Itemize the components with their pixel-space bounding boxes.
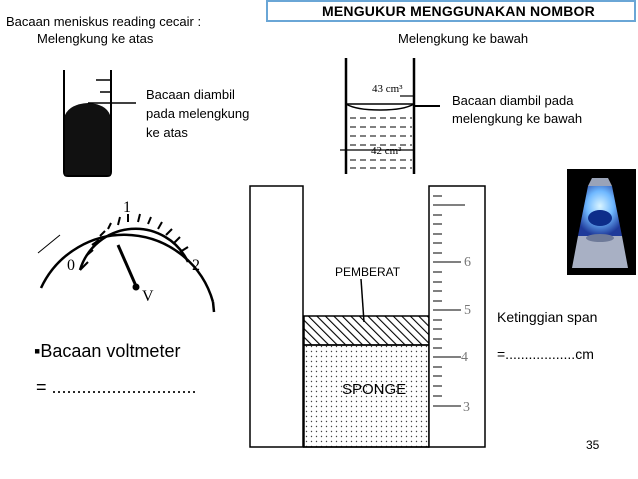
meniscus-intro: Bacaan meniskus reading cecair :: [6, 14, 202, 29]
span-answer-value: =..................cm: [497, 346, 594, 362]
ruler-tick-6: 6: [464, 255, 471, 270]
title-banner: [266, 0, 636, 22]
convex-meniscus-beaker: [63, 70, 136, 177]
concave-scale-top: 43 cm³: [372, 83, 403, 95]
sponge-label: SPONGE: [342, 381, 407, 398]
sponge-apparatus: [249, 185, 430, 448]
voltmeter-scale-max: 2: [192, 257, 200, 274]
lava-lamp-icon: [567, 169, 636, 275]
concave-note-line-1: Bacaan diambil pada: [452, 93, 574, 108]
ruler-tick-4: 4: [461, 350, 468, 365]
concave-note-line-2: melengkung ke bawah: [452, 111, 583, 126]
ruler-tick-5: 5: [464, 303, 471, 318]
weight-label: PEMBERAT: [335, 265, 401, 279]
voltmeter-scale-mid: 1: [123, 199, 131, 216]
convex-note-line-3: ke atas: [146, 125, 188, 140]
voltmeter-dial: [37, 213, 216, 313]
concave-scale-bottom: 42 cm³: [371, 145, 402, 157]
voltmeter-scale-min: 0: [67, 257, 75, 274]
concave-heading: Melengkung ke bawah: [398, 31, 529, 46]
slide-title: MENGUKUR MENGGUNAKAN NOMBOR: [322, 3, 595, 19]
concave-note: Bacaan diambil pada melengkung ke bawah: [452, 92, 582, 128]
convex-heading: Melengkung ke atas: [37, 31, 154, 46]
voltmeter-reading-label: ▪Bacaan voltmeter: [34, 341, 181, 361]
convex-note-line-1: Bacaan diambil: [146, 87, 235, 102]
voltmeter-reading-answer: = .............................: [36, 377, 197, 397]
height-ruler: [428, 185, 486, 448]
convex-note-line-2: pada melengkung: [146, 106, 250, 121]
concave-meniscus-cylinder: [340, 58, 440, 174]
convex-note: Bacaan diambil pada melengkung ke atas: [146, 85, 249, 142]
ruler-tick-3: 3: [463, 400, 470, 415]
span-answer-label: Ketinggian span: [497, 309, 598, 325]
page-number: 35: [586, 438, 600, 452]
voltmeter-unit: V: [142, 288, 154, 305]
